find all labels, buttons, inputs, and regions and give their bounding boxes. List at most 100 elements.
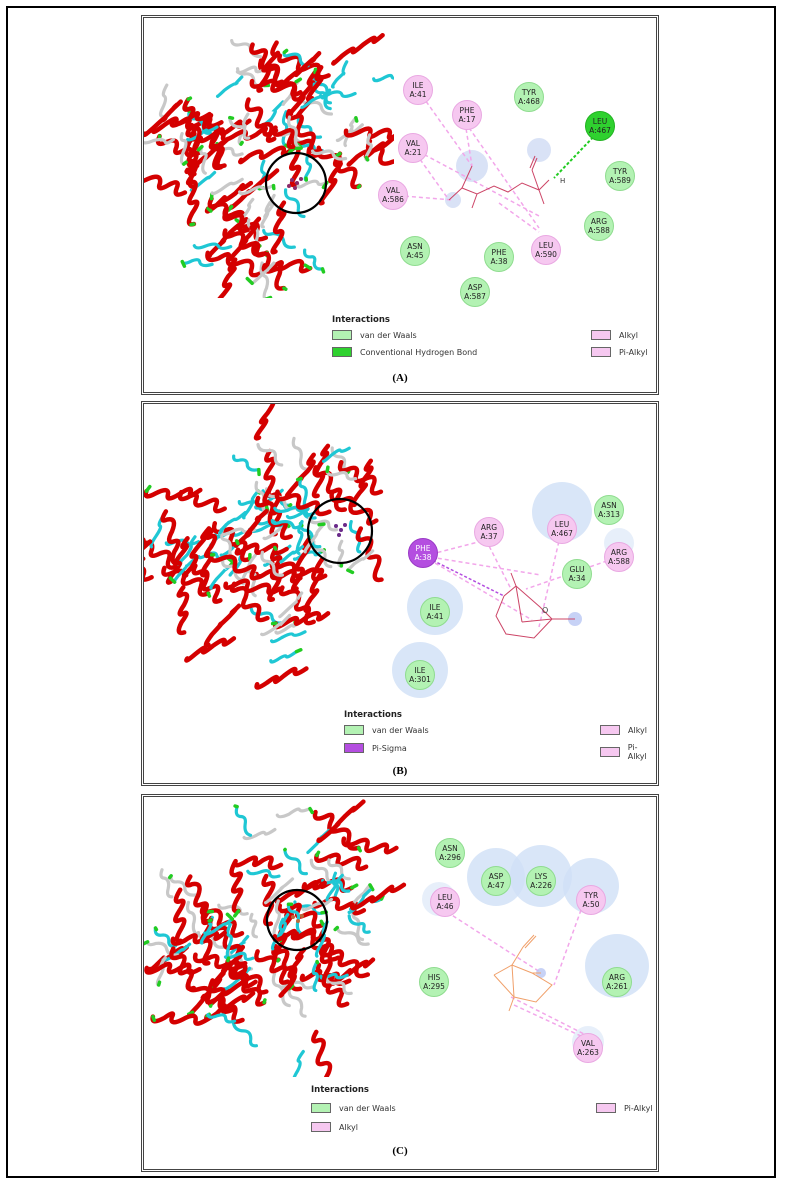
ribbon-turn (245, 276, 254, 286)
ribbon-segment (232, 454, 261, 472)
ribbon-segment (233, 508, 269, 548)
ribbon-segment (300, 95, 333, 116)
ribbon-turn (320, 267, 326, 274)
ribbon-segment (250, 261, 276, 285)
ribbon-segment (144, 137, 175, 145)
ribbon-turn (276, 957, 281, 963)
ribbon-segment (151, 111, 212, 135)
ribbon-segment (169, 946, 197, 992)
ribbon-segment (292, 549, 324, 561)
ribbon-segment (254, 495, 293, 541)
ribbon-segment (238, 145, 296, 165)
ribbon-segment (242, 827, 277, 841)
legend-swatch (596, 1103, 616, 1113)
ribbon-segment (144, 486, 203, 501)
ribbon-turn (226, 204, 234, 212)
ribbon-segment (271, 972, 291, 1008)
legend-swatch (344, 743, 364, 753)
protein-ribbon-c (144, 799, 407, 1077)
ribbon-segment (196, 931, 227, 949)
ribbon-segment (249, 912, 258, 939)
panel-caption-b: (B) (392, 765, 408, 777)
ribbon-turn (262, 998, 267, 1005)
ribbon-segment (218, 511, 247, 535)
ribbon-turn (333, 925, 340, 932)
legend-swatch (332, 330, 352, 340)
ribbon-segment (273, 505, 310, 514)
ribbon-segment (203, 603, 242, 648)
ribbon-turn (354, 116, 359, 123)
ribbon-segment (296, 179, 329, 189)
ribbon-segment (206, 1013, 237, 1024)
ribbon-turn (364, 155, 370, 162)
ribbon-segment (150, 1011, 211, 1026)
ribbon-turn (186, 96, 193, 102)
legend-swatch (311, 1122, 331, 1132)
ribbon-segment (275, 807, 312, 819)
ribbon-segment (249, 42, 285, 86)
ribbon-segment (155, 133, 200, 169)
ribbon-turn (225, 912, 235, 921)
ribbon-segment (229, 581, 270, 623)
ribbon-segment (160, 509, 182, 566)
ribbon-turn (228, 115, 235, 120)
ribbon-segment (285, 108, 323, 154)
ribbon-turn (313, 67, 318, 75)
ribbon-segment (331, 32, 385, 66)
ribbon-turn (186, 1010, 195, 1016)
ribbon-turn (325, 465, 330, 474)
ribbon-segment (311, 1029, 333, 1077)
ribbon-segment (321, 446, 351, 463)
ribbon-segment (184, 636, 237, 663)
ribbon-segment (286, 133, 302, 188)
ribbon-segment (270, 200, 287, 255)
ribbon-turn (264, 295, 273, 298)
ribbon-segment (228, 116, 251, 140)
ribbon-segment (177, 489, 227, 514)
ribbon-segment (302, 248, 325, 271)
ribbon-segment (259, 261, 270, 298)
ribbon-turn (295, 476, 303, 482)
legend-alkyl: Alkyl (311, 1122, 358, 1132)
legend-swatch (600, 747, 620, 757)
ribbon-segment (176, 585, 190, 636)
ribbon-segment (192, 242, 233, 250)
ribbon-turn (368, 883, 375, 892)
ribbon-segment (318, 151, 343, 206)
ribbon-segment (285, 510, 318, 520)
ribbon-segment (246, 869, 281, 879)
legend-swatch (344, 725, 364, 735)
ribbon-segment (249, 78, 303, 98)
legend-van-der-waals: van der Waals (332, 330, 417, 340)
ribbon-turn (167, 874, 173, 880)
ligand-halo-a2 (527, 138, 551, 162)
ribbon-segment (234, 805, 253, 837)
ribbon-segment (335, 123, 364, 143)
protein-ribbon-b (144, 404, 384, 690)
binding-site-circle-a (264, 151, 328, 215)
ribbon-segment (307, 516, 339, 532)
ribbon-segment (277, 980, 316, 990)
ribbon-turn (180, 259, 187, 268)
ribbon-segment (287, 987, 307, 1018)
ribbon-turn (282, 48, 289, 55)
legend-van-der-waals: van der Waals (311, 1103, 396, 1113)
legend-alkyl: Alkyl (591, 330, 638, 340)
ligand-atom-label-a: H (560, 177, 565, 185)
ribbon-segment (182, 97, 202, 156)
ribbon-segment (260, 550, 284, 577)
ribbon-turn (356, 846, 362, 853)
ribbon-segment (273, 611, 331, 630)
ribbon-segment (264, 877, 295, 905)
ribbon-segment (327, 858, 351, 881)
